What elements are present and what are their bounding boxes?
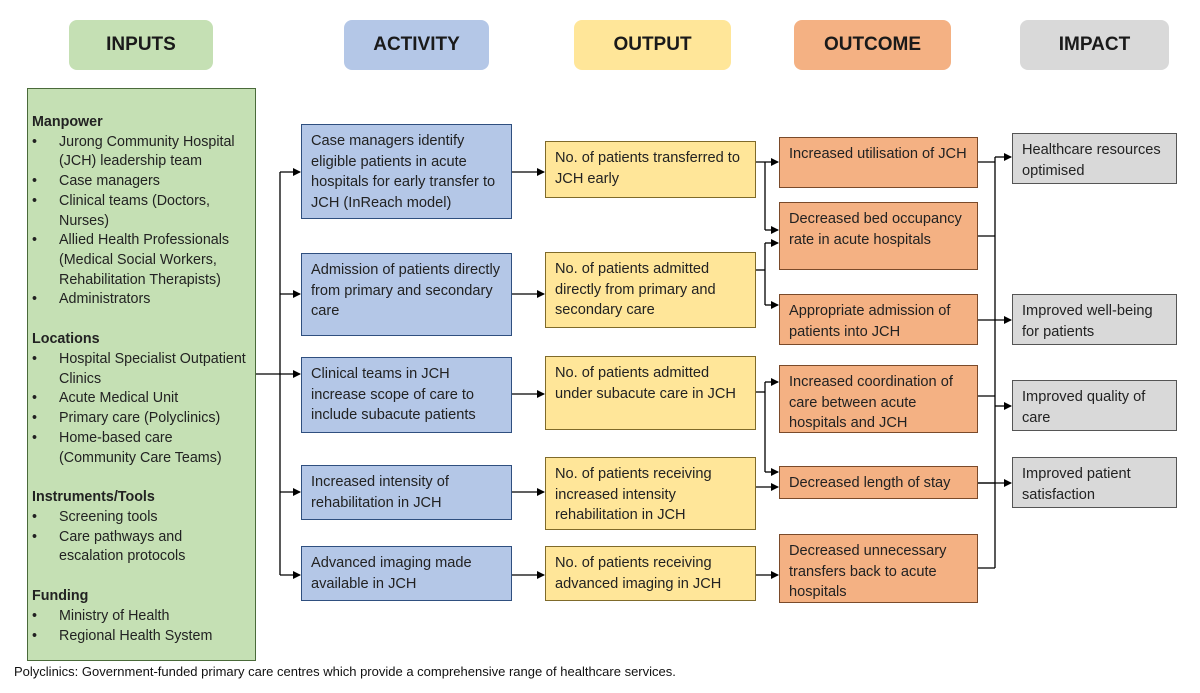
outcome-box: Decreased unnecessary transfers back to …	[779, 534, 978, 603]
inputs-list: Jurong Community Hospital (JCH) leadersh…	[32, 133, 250, 310]
inputs-list: Ministry of HealthRegional Health System	[32, 607, 250, 646]
inputs-list-item: Administrators	[32, 290, 250, 310]
output-box: No. of patients transferred to JCH early	[545, 141, 756, 198]
inputs-list-item: Ministry of Health	[32, 607, 250, 627]
inputs-list: Hospital Specialist Outpatient ClinicsAc…	[32, 350, 250, 468]
impact-box: Improved quality of care	[1012, 380, 1177, 431]
inputs-section-title: Locations	[32, 331, 100, 348]
outcome-box: Increased coordination of care between a…	[779, 365, 978, 433]
inputs-section: ManpowerJurong Community Hospital (JCH) …	[32, 113, 250, 310]
outcome-box: Decreased bed occupancy rate in acute ho…	[779, 202, 978, 270]
inputs-list-item: Home-based care (Community Care Teams)	[32, 429, 250, 468]
inputs-list-item: Screening tools	[32, 508, 250, 528]
inputs-list-item: Care pathways and escalation protocols	[32, 528, 250, 567]
header-impact: IMPACT	[1020, 20, 1169, 70]
inputs-list-item: Case managers	[32, 172, 250, 192]
header-output: OUTPUT	[574, 20, 731, 70]
outcome-box: Appropriate admission of patients into J…	[779, 294, 978, 345]
inputs-list-item: Regional Health System	[32, 627, 250, 647]
header-inputs: INPUTS	[69, 20, 213, 70]
header-activity: ACTIVITY	[344, 20, 489, 70]
footnote: Polyclinics: Government-funded primary c…	[14, 664, 676, 679]
inputs-panel: ManpowerJurong Community Hospital (JCH) …	[27, 88, 256, 661]
inputs-list: Screening toolsCare pathways and escalat…	[32, 508, 250, 567]
impact-box: Improved well-being for patients	[1012, 294, 1177, 345]
inputs-section: Instruments/ToolsScreening toolsCare pat…	[32, 488, 250, 567]
impact-box: Improved patient satisfaction	[1012, 457, 1177, 508]
activity-box: Admission of patients directly from prim…	[301, 253, 512, 336]
header-outcome: OUTCOME	[794, 20, 951, 70]
activity-box: Increased intensity of rehabilitation in…	[301, 465, 512, 520]
inputs-section-title: Manpower	[32, 114, 103, 130]
inputs-section: LocationsHospital Specialist Outpatient …	[32, 330, 250, 468]
inputs-section: FundingMinistry of HealthRegional Health…	[32, 587, 250, 646]
output-box: No. of patients receiving increased inte…	[545, 457, 756, 530]
output-box: No. of patients admitted under subacute …	[545, 356, 756, 430]
inputs-list-item: Clinical teams (Doctors, Nurses)	[32, 192, 250, 231]
outcome-box: Increased utilisation of JCH	[779, 137, 978, 188]
output-box: No. of patients admitted directly from p…	[545, 252, 756, 328]
activity-box: Advanced imaging made available in JCH	[301, 546, 512, 601]
inputs-section-title: Funding	[32, 588, 89, 605]
output-box: No. of patients receiving advanced imagi…	[545, 546, 756, 601]
activity-box: Clinical teams in JCH increase scope of …	[301, 357, 512, 433]
inputs-list-item: Hospital Specialist Outpatient Clinics	[32, 350, 250, 389]
impact-box: Healthcare resources optimised	[1012, 133, 1177, 184]
inputs-list-item: Primary care (Polyclinics)	[32, 409, 250, 429]
inputs-section-title: Instruments/Tools	[32, 489, 155, 506]
outcome-box: Decreased length of stay	[779, 466, 978, 499]
activity-box: Case managers identify eligible patients…	[301, 124, 512, 219]
inputs-list-item: Allied Health Professionals (Medical Soc…	[32, 231, 250, 290]
inputs-list-item: Jurong Community Hospital (JCH) leadersh…	[32, 133, 250, 172]
inputs-list-item: Acute Medical Unit	[32, 389, 250, 409]
